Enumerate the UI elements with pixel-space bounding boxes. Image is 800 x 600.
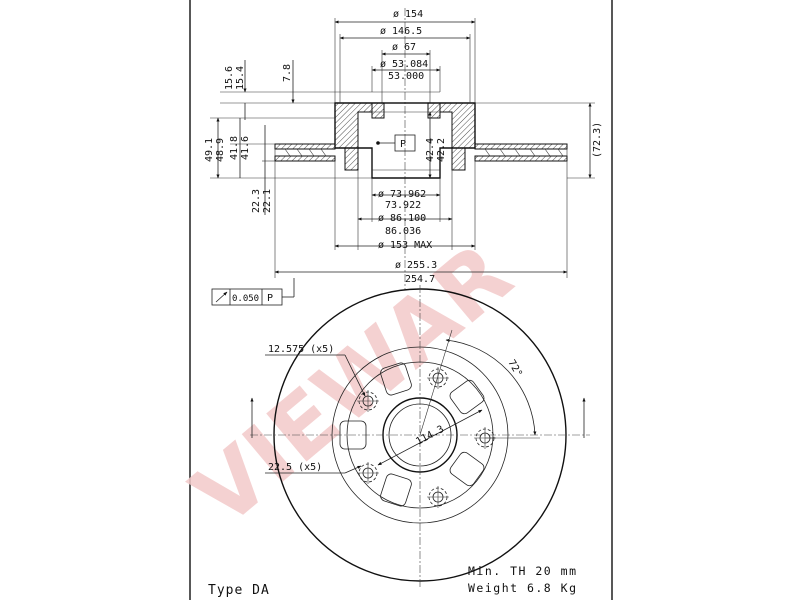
dim-72-3: (72.3): [592, 122, 603, 158]
dim-d146: ø 146.5: [380, 26, 422, 37]
bolt-hole: [357, 390, 379, 412]
dim-d154: ø 154: [393, 9, 423, 20]
dim-offset: 22.5 (x5): [268, 462, 322, 473]
type-label: Type DA: [208, 583, 270, 598]
dim-48-9: 48.9: [215, 138, 226, 162]
dim-d67: ø 67: [392, 42, 416, 53]
bolt-hole: [357, 462, 379, 484]
dim-d73-upper: ø 73.962: [378, 189, 426, 200]
bolt-hole: [427, 486, 449, 508]
dim-d86-lower: 86.036: [385, 226, 421, 237]
tolerance-datum: P: [267, 293, 273, 304]
dim-49-1: 49.1: [204, 138, 215, 162]
dim-hole: 12.575 (x5): [268, 344, 334, 355]
dim-pcd: 114.3: [414, 424, 446, 448]
bolt-holes: [357, 367, 496, 508]
dim-d53-lower: 53.000: [388, 71, 424, 82]
page-frame: [189, 0, 613, 600]
side-view: P ø 154 ø 146.5 ø 67 ø 53.084 53.000 15.…: [204, 8, 603, 306]
min-th-label: Min. TH 20 mm: [468, 564, 578, 578]
dim-22-3: 22.3: [251, 189, 262, 213]
dim-d86-upper: ø 86.100: [378, 213, 426, 224]
runout-icon: [215, 291, 228, 303]
dim-d255-upper: ø 255.3: [395, 260, 437, 271]
tolerance-value: 0.050: [232, 294, 259, 304]
dim-41-8: 41.8: [229, 136, 240, 160]
watermark: VIEWAR: [174, 225, 530, 547]
dim-d53-upper: ø 53.084: [380, 59, 428, 70]
dim-d153: ø 153 MAX: [378, 240, 432, 251]
watermark-text: VIEWAR: [174, 225, 530, 547]
dim-15-4: 15.4: [235, 66, 246, 90]
dim-41-6: 41.6: [240, 136, 251, 160]
dim-42-4: 42.4: [425, 138, 436, 162]
dim-d73-lower: 73.922: [385, 200, 421, 211]
datum-label: P: [400, 139, 406, 150]
dim-7-8: 7.8: [282, 64, 293, 82]
dim-angle: 72°: [505, 358, 524, 379]
dim-22-1: 22.1: [262, 189, 273, 213]
tolerance-frame: 0.050 P: [211, 278, 295, 306]
dim-d255-lower: 254.7: [405, 274, 435, 285]
weight-label: Weight 6.8 Kg: [468, 581, 578, 595]
dim-42-2: 42.2: [436, 138, 447, 162]
dim-15-6: 15.6: [224, 66, 235, 90]
